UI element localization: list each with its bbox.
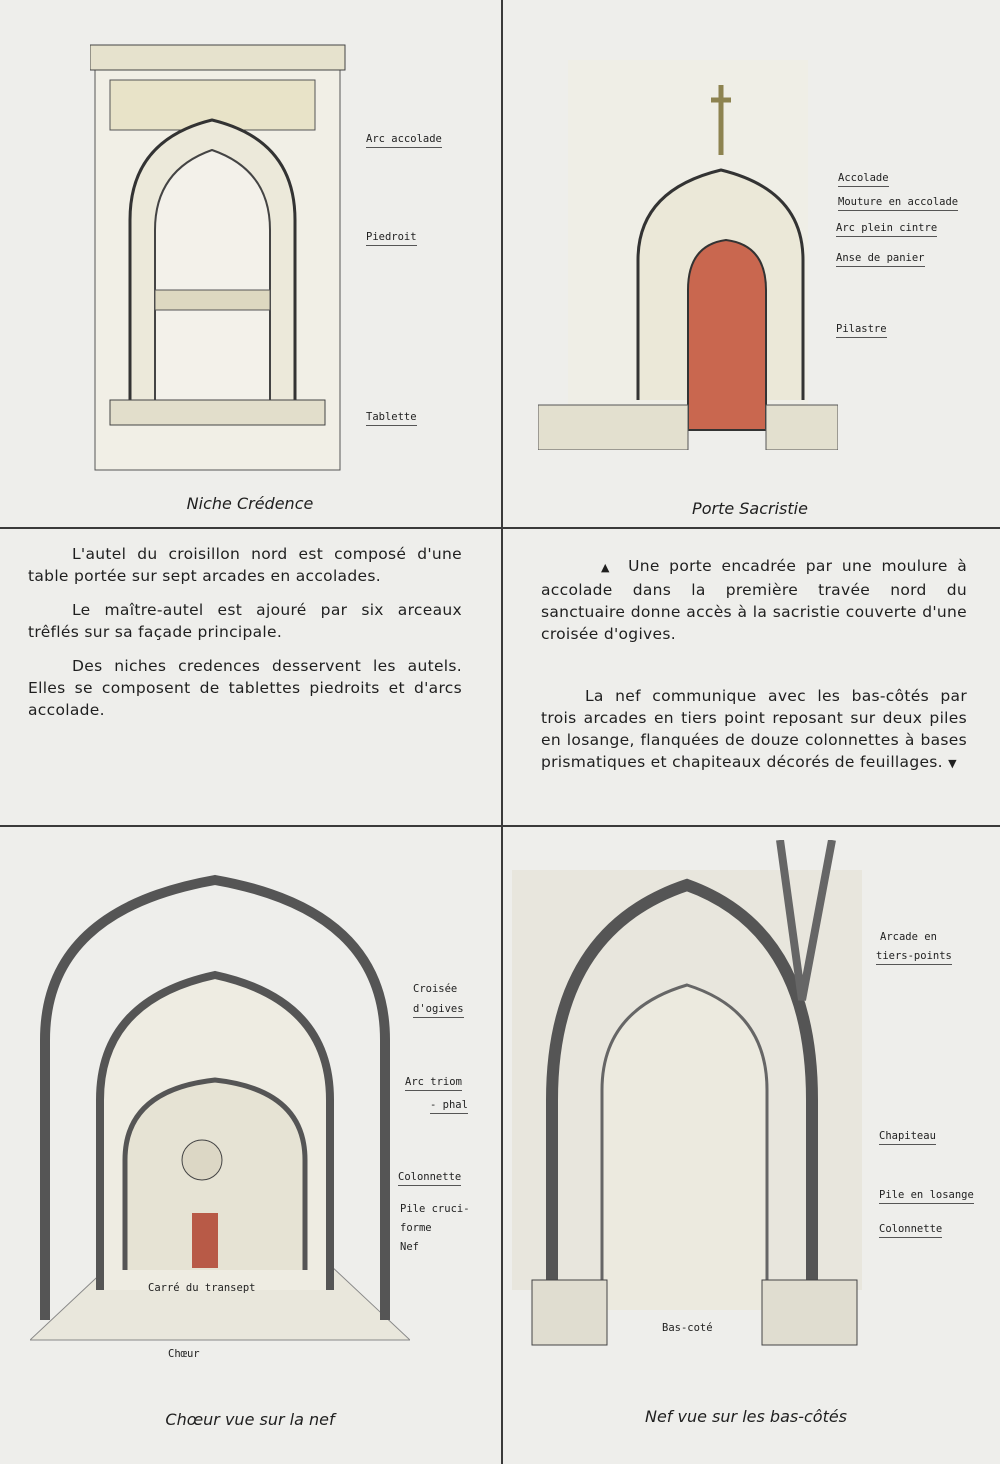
caption-choeur: Chœur vue sur la nef [165, 1410, 335, 1429]
paragraph: Le maître-autel est ajouré par six arcea… [28, 601, 462, 641]
label-dogives: d'ogives [413, 1003, 464, 1018]
choeur-drawing [30, 874, 410, 1341]
divider-horizontal-top [0, 527, 1000, 529]
label-bas-cote: Bas-coté [662, 1322, 713, 1334]
label-piedroit: Piedroit [366, 231, 417, 246]
paragraph: La nef communique avec les bas-côtés par… [541, 687, 967, 771]
paragraph: L'autel du croisillon nord est composé d… [28, 545, 462, 585]
caption-niche-credence: Niche Crédence [186, 494, 314, 513]
label-arc-triom: Arc triom [405, 1076, 462, 1091]
niche-credence-drawing [90, 44, 346, 471]
porte-sacristie-drawing [538, 60, 838, 450]
triangle-down-icon: ▼ [948, 757, 957, 770]
caption-porte-sacristie: Porte Sacristie [692, 499, 808, 518]
label-pilastre: Pilastre [836, 323, 887, 338]
text-right-column: ▲Une porte encadrée par une moulure à ac… [541, 555, 967, 787]
label-arc-plein-cintre: Arc plein cintre [836, 222, 938, 237]
label-pile-cruci: Pile cruci- [400, 1203, 470, 1215]
paragraph: Une porte encadrée par une moulure à acc… [541, 557, 967, 643]
nef-drawing [512, 840, 862, 1346]
label-arcade-en: Arcade en [880, 931, 937, 943]
label-tablette: Tablette [366, 411, 417, 426]
label-colonnette: Colonnette [398, 1171, 462, 1186]
caption-nef: Nef vue sur les bas-côtés [644, 1407, 848, 1426]
label-tiers-points: tiers-points [876, 950, 952, 965]
label-nef: Nef [400, 1241, 419, 1253]
label-forme: forme [400, 1222, 432, 1234]
divider-vertical [501, 0, 503, 1464]
text-left-column: L'autel du croisillon nord est composé d… [28, 543, 462, 733]
label-accolade: Accolade [838, 172, 889, 187]
label-anse-de-panier: Anse de panier [836, 252, 925, 267]
label-croisee: Croisée [413, 983, 458, 995]
label-chapiteau: Chapiteau [879, 1130, 936, 1145]
label-phal: - phal [430, 1099, 468, 1114]
label-choeur: Chœur [168, 1348, 200, 1360]
triangle-up-icon: ▲ [601, 561, 615, 574]
label-colonnette-nef: Colonnette [879, 1223, 943, 1238]
label-pile-en-losange: Pile en losange [879, 1189, 974, 1204]
paragraph: Des niches credences desservent les aute… [28, 657, 462, 719]
divider-horizontal-bottom [0, 825, 1000, 827]
label-carre-du-transept: Carré du transept [148, 1282, 256, 1294]
label-arc-accolade: Arc accolade [366, 133, 442, 148]
label-mouture-en-accolade: Mouture en accolade [838, 196, 959, 211]
